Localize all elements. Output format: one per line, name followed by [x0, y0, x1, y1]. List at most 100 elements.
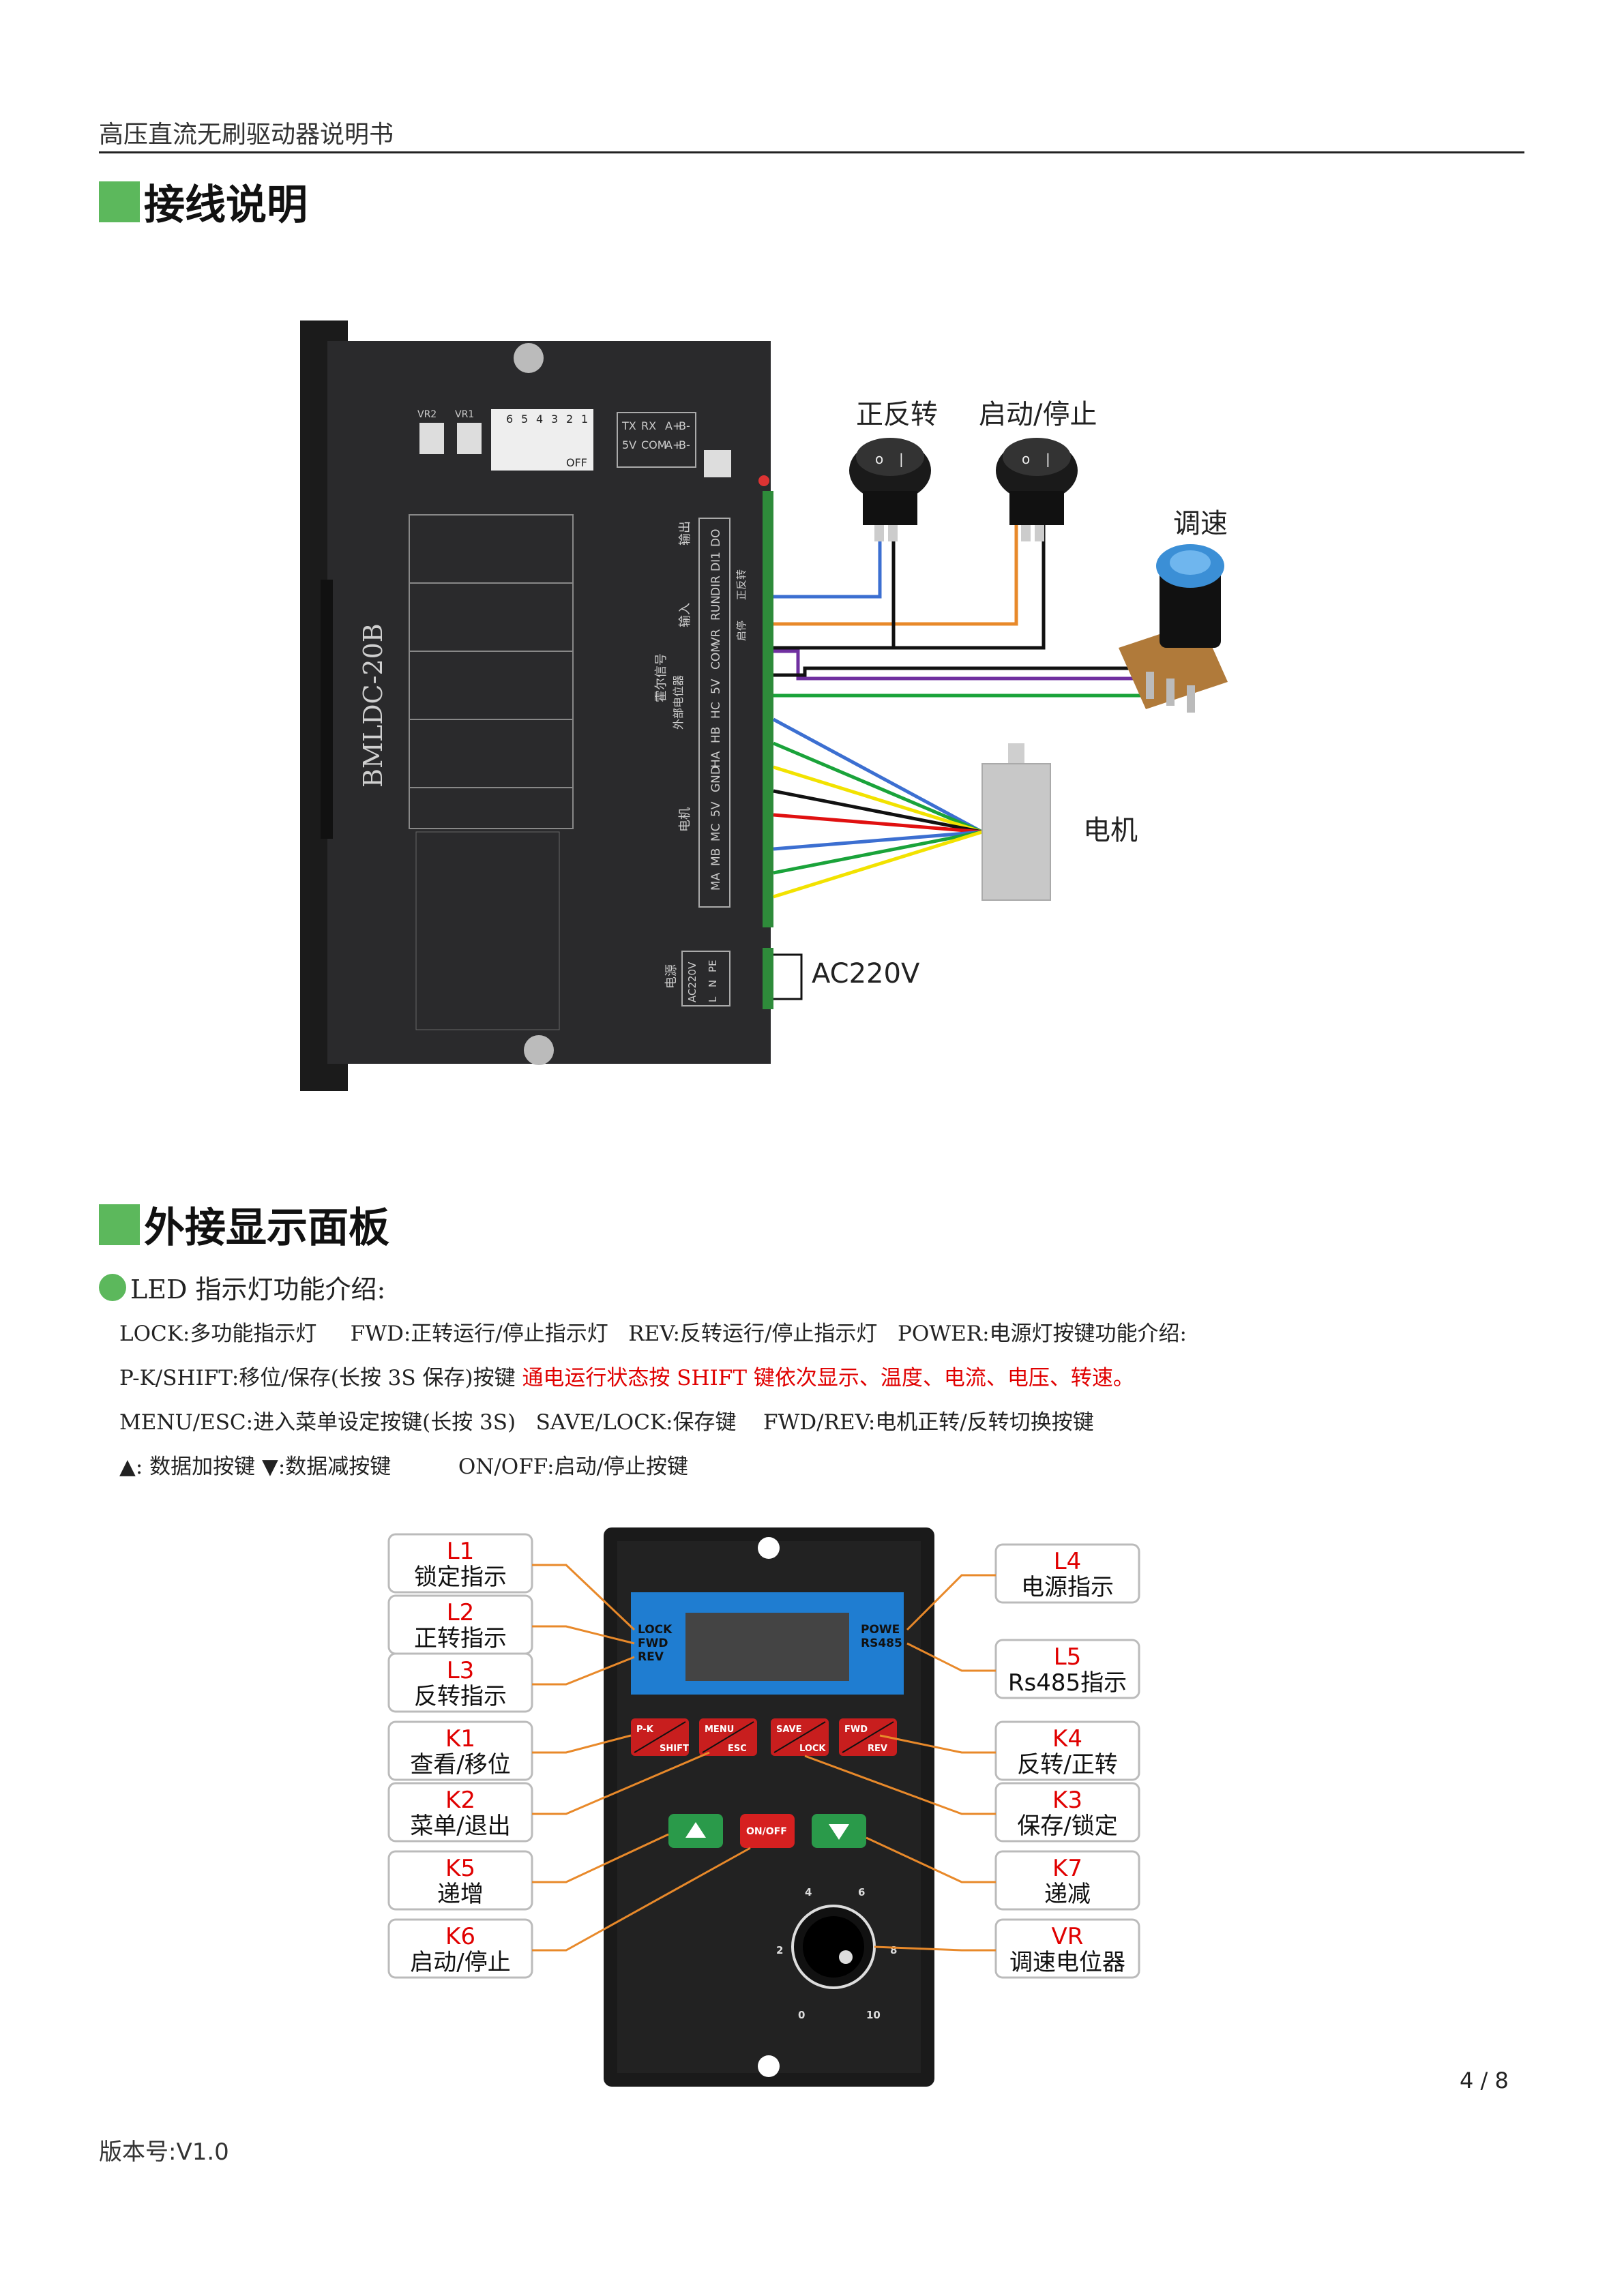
led-label-rs485: RS485 — [861, 1637, 902, 1650]
callout-text: 调速电位器 — [1009, 1949, 1125, 1976]
power-pin-label: L — [707, 996, 719, 1002]
callout-code: K6 — [445, 1923, 475, 1950]
callout-code: L3 — [447, 1657, 475, 1684]
dip-switch — [491, 409, 593, 471]
power-led — [758, 475, 769, 486]
io-terminal-label: 5V — [709, 679, 723, 694]
callout-code: K4 — [1052, 1725, 1082, 1753]
leader-line — [532, 1847, 751, 1952]
driver-unit: BMLDC-20B VR2 VR1 OFF 1 2 3 4 5 6 TX RX … — [300, 320, 773, 1091]
description-line-2: P-K/SHIFT:移位/保存(长按 3S 保存)按键 通电运行状态按 SHIF… — [119, 1360, 1134, 1391]
document-header-title: 高压直流无刷驱动器说明书 — [99, 121, 394, 149]
callout-code: L5 — [1054, 1643, 1082, 1671]
led-label-rev: REV — [638, 1650, 664, 1664]
key-bottom-label: REV — [868, 1744, 887, 1754]
bottom-mount-hole — [758, 2055, 780, 2077]
callout-code: L2 — [447, 1599, 475, 1626]
callout-code: K1 — [445, 1725, 475, 1753]
top-label: RX — [641, 419, 656, 432]
callout-text: 电源指示 — [1021, 1574, 1114, 1601]
svg-text:|: | — [1046, 451, 1050, 467]
leader-line — [879, 1734, 996, 1754]
green-dot-icon — [99, 1273, 126, 1301]
start-stop-switch-icon: o | — [996, 438, 1078, 541]
terminal-strip — [763, 491, 773, 927]
dial-number: 0 — [798, 2009, 805, 2021]
io-terminal-label: RUN — [709, 595, 723, 621]
motor-icon — [981, 743, 1051, 901]
dip-num: 1 — [581, 413, 588, 426]
signal-label-external-pot: 外部电位器 — [672, 675, 685, 730]
key-top-label: MENU — [705, 1725, 734, 1735]
description-highlight: 通电运行状态按 SHIFT 键依次显示、温度、电流、电压、转速。 — [522, 1366, 1134, 1390]
speed-potentiometer-icon — [1119, 544, 1228, 713]
group-label-hall: 霍尔信号 — [654, 653, 668, 702]
io-terminal-label: COM — [709, 642, 723, 670]
svg-text:o: o — [1022, 451, 1030, 467]
dip-num: 6 — [506, 413, 513, 426]
top-label: B- — [679, 438, 690, 451]
up-button[interactable] — [668, 1814, 723, 1848]
top-label: A+ — [665, 419, 681, 432]
top-label: 5V — [622, 438, 636, 451]
callout-text: 启动/停止 — [410, 1949, 510, 1976]
description-text: P-K/SHIFT:移位/保存(长按 3S 保存)按键 — [119, 1366, 522, 1390]
callout-code: K5 — [445, 1855, 475, 1882]
power-pin-label: PE — [707, 959, 719, 972]
wires — [772, 525, 1160, 1000]
io-terminal-label: MB — [709, 848, 723, 866]
io-terminal-label: DIR — [709, 576, 723, 596]
section-title-text: 外接显示面板 — [144, 1204, 389, 1252]
header-divider — [99, 151, 1524, 153]
down-button[interactable] — [812, 1814, 866, 1848]
leader-line — [532, 1734, 632, 1754]
dial-number: 4 — [805, 1886, 812, 1898]
speed-dial[interactable] — [791, 1905, 876, 1989]
section-title-text: 接线说明 — [144, 181, 308, 229]
top-mount-hole — [758, 1537, 780, 1559]
dip-num: 2 — [566, 413, 573, 426]
top-label: COM — [641, 438, 667, 451]
dip-num: 5 — [521, 413, 528, 426]
green-square-icon — [99, 181, 140, 222]
callout-text: 查看/移位 — [410, 1751, 510, 1778]
page-number: 4 / 8 — [1460, 2068, 1509, 2093]
io-terminal-label: HC — [709, 702, 723, 719]
callout-code: VR — [1052, 1923, 1084, 1950]
key-top-label: P-K — [636, 1725, 654, 1735]
led-label-lock: LOCK — [638, 1623, 673, 1637]
description-line-1: LOCK:多功能指示灯 FWD:正转运行/停止指示灯 REV:反转运行/停止指示… — [119, 1322, 1187, 1346]
version-label: 版本号:V1.0 — [99, 2138, 229, 2166]
svg-text:|: | — [899, 451, 904, 467]
io-terminal-label: DI1 — [709, 552, 723, 571]
callout-text: 菜单/退出 — [410, 1813, 510, 1840]
callout-direction-switch: 正反转 — [856, 399, 938, 430]
dip-off-label: OFF — [566, 456, 587, 469]
io-terminal-label: GND — [709, 766, 723, 792]
leader-line — [906, 1574, 996, 1631]
leader-line — [906, 1642, 996, 1672]
group-label-output: 输出 — [678, 521, 692, 546]
direction-switch-icon: o | — [849, 438, 931, 541]
led-label-fwd: FWD — [638, 1637, 668, 1650]
leader-line — [804, 1755, 996, 1815]
status-led-window — [704, 450, 731, 477]
power-pin-label: N — [707, 980, 719, 987]
onoff-button[interactable]: ON/OFF — [740, 1814, 795, 1848]
wiring-diagram: BMLDC-20B VR2 VR1 OFF 1 2 3 4 5 6 TX RX … — [300, 320, 1228, 1091]
display-panel: LOCK FWD REV POWE RS485 — [604, 1527, 934, 2087]
top-label: B- — [679, 419, 690, 432]
